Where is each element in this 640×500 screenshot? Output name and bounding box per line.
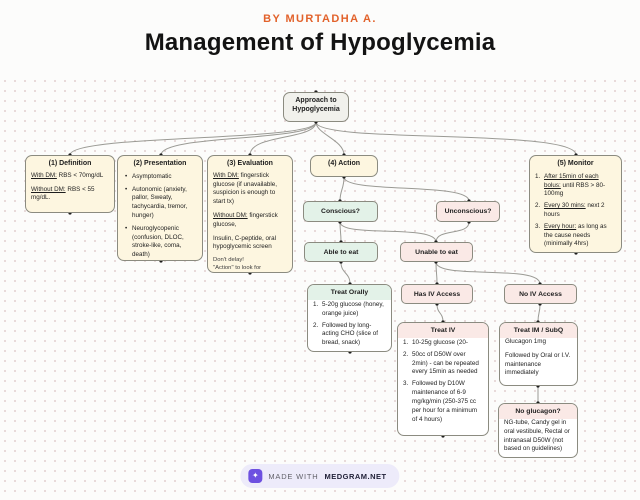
node-treat-iv: Treat IV 10-25g glucose (20- 50cc of D50… <box>397 322 489 436</box>
treat-im-line: Followed by Oral or I.V. maintenance imm… <box>505 351 571 377</box>
list-item: Neuroglycopenic (confusion, DLOC, stroke… <box>125 225 197 260</box>
evaluation-lead: With DM: <box>213 171 239 179</box>
note-line: Don't delay! <box>213 257 244 264</box>
node-has-iv-access: Has IV Access <box>401 284 473 304</box>
list-item: After 15min of each bolus: until RBS > 8… <box>535 173 616 199</box>
treat-orally-list: 5-20g glucose (honey, orange juice) Foll… <box>313 301 386 348</box>
node-body: 10-25g glucose (20- 50cc of D50W over 2m… <box>398 339 488 431</box>
node-title: (1) Definition <box>48 160 92 167</box>
page-title: Management of Hypoglycemia <box>144 29 496 56</box>
monitor-rest: as long as the cause needs (minimally 4h… <box>544 222 607 248</box>
list-item: Every hour: as long as the cause needs (… <box>535 223 616 249</box>
list-item: 5-20g glucose (honey, orange juice) <box>313 301 384 317</box>
node-no-iv-access: No IV Access <box>504 284 577 304</box>
node-no-glucagon: No glucagon? NG-tube, Candy gel in oral … <box>498 403 578 458</box>
definition-rest: RBS < 55 mg/dL. <box>31 185 95 202</box>
evaluation-rest: fingerstick glucose (if unavailable, sus… <box>213 171 278 206</box>
list-item: Asymptomatic <box>125 173 197 182</box>
monitor-lead: Every hour: <box>544 222 577 230</box>
list-item: 50cc of D50W over 2min) - can be repeate… <box>403 350 479 376</box>
definition-rest: RBS < 70mg/dL <box>56 171 104 179</box>
evaluation-lead: Without DM: <box>213 212 248 219</box>
evaluation-note: Don't delay! "Action" to look for <box>213 257 287 273</box>
list-item: 10-25g glucose (20- <box>403 339 469 348</box>
badge-made-with-label: MADE WITH <box>268 471 319 481</box>
evaluation-paragraph: With DM: fingerstick glucose (if unavail… <box>213 172 287 207</box>
definition-item: Without DM: RBS < 55 mg/dL. <box>31 186 109 204</box>
node-body: Asymptomatic Autonomic (anxiety, pallor,… <box>118 173 202 268</box>
definition-item: With DM: RBS < 70mg/dL <box>31 172 109 181</box>
medgram-logo-icon: ✦ <box>248 469 263 483</box>
node-body: After 15min of each bolus: until RBS > 8… <box>530 173 621 257</box>
node-title: Treat IM / SubQ <box>500 323 577 338</box>
author-byline: BY MURTADHA A. <box>263 13 377 25</box>
evaluation-rest: fingerstick glucose, <box>213 212 278 228</box>
node-body: Glucagon 1mg Followed by Oral or I.V. ma… <box>500 338 577 382</box>
monitor-lead: After 15min of each bolus: <box>544 172 599 189</box>
badge-brand-label: MEDGRAM.NET <box>324 471 387 481</box>
node-title: (4) Action <box>327 160 361 167</box>
monitor-lead: Every 30 mins: <box>544 202 586 210</box>
monitor-list: After 15min of each bolus: until RBS > 8… <box>535 173 616 250</box>
node-action: (4) Action <box>310 155 378 177</box>
definition-lead: With DM: <box>31 171 57 179</box>
treat-im-line: Glucagon 1mg <box>505 338 546 345</box>
node-conscious: Conscious? <box>303 201 378 222</box>
monitor-rest: until RBS > 80-100mg <box>544 181 606 198</box>
node-presentation: (2) Presentation Asymptomatic Autonomic … <box>117 155 203 261</box>
page-header: BY MURTADHA A. Management of Hypoglycemi… <box>0 13 640 57</box>
node-approach-root: Approach to Hypoglycemia <box>283 92 349 122</box>
node-body: 5-20g glucose (honey, orange juice) Foll… <box>308 301 391 355</box>
node-title: (3) Evaluation <box>227 160 273 167</box>
list-item: Autonomic (anxiety, pallor, Sweaty, tach… <box>125 186 197 221</box>
presentation-list: Asymptomatic Autonomic (anxiety, pallor,… <box>123 173 197 260</box>
list-item: Followed by D10W maintenance of 6-9 mg/k… <box>403 380 478 423</box>
node-monitor: (5) Monitor After 15min of each bolus: u… <box>529 155 622 253</box>
node-title: (5) Monitor <box>557 160 594 167</box>
node-title: Treat IV <box>398 323 488 338</box>
list-item: Every 30 mins: next 2 hours <box>535 202 616 220</box>
treat-iv-list: 10-25g glucose (20- 50cc of D50W over 2m… <box>403 339 483 424</box>
node-title: (2) Presentation <box>133 160 187 167</box>
node-unable-to-eat: Unable to eat <box>400 242 473 262</box>
medgram-badge: ✦ MADE WITH MEDGRAM.NET <box>240 464 400 488</box>
node-body: With DM: RBS < 70mg/dL Without DM: RBS <… <box>26 172 114 207</box>
list-item: Followed by long-acting CHO (slice of br… <box>313 321 378 347</box>
evaluation-paragraph: Without DM: fingerstick glucose, <box>213 212 287 230</box>
node-definition: (1) Definition With DM: RBS < 70mg/dL Wi… <box>25 155 115 213</box>
definition-lead: Without DM: <box>31 185 66 193</box>
node-title: No glucagon? <box>499 404 577 419</box>
note-line: "Action" to look for <box>213 265 262 272</box>
node-unconscious: Unconscious? <box>436 201 500 222</box>
monitor-rest: next 2 hours <box>544 202 605 218</box>
node-treat-orally: Treat Orally 5-20g glucose (honey, orang… <box>307 284 392 352</box>
node-body: NG-tube, Candy gel in oral vestibule, Re… <box>504 419 570 453</box>
node-title: Treat Orally <box>308 285 391 300</box>
node-treat-im-subq: Treat IM / SubQ Glucagon 1mg Followed by… <box>499 322 578 386</box>
node-body: With DM: fingerstick glucose (if unavail… <box>208 172 292 277</box>
node-evaluation: (3) Evaluation With DM: fingerstick gluc… <box>207 155 293 273</box>
evaluation-paragraph: Insulin, C-peptide, oral hypoglycemic sc… <box>213 234 277 251</box>
node-able-to-eat: Able to eat <box>304 242 378 262</box>
node-title: Approach to Hypoglycemia <box>292 97 340 113</box>
